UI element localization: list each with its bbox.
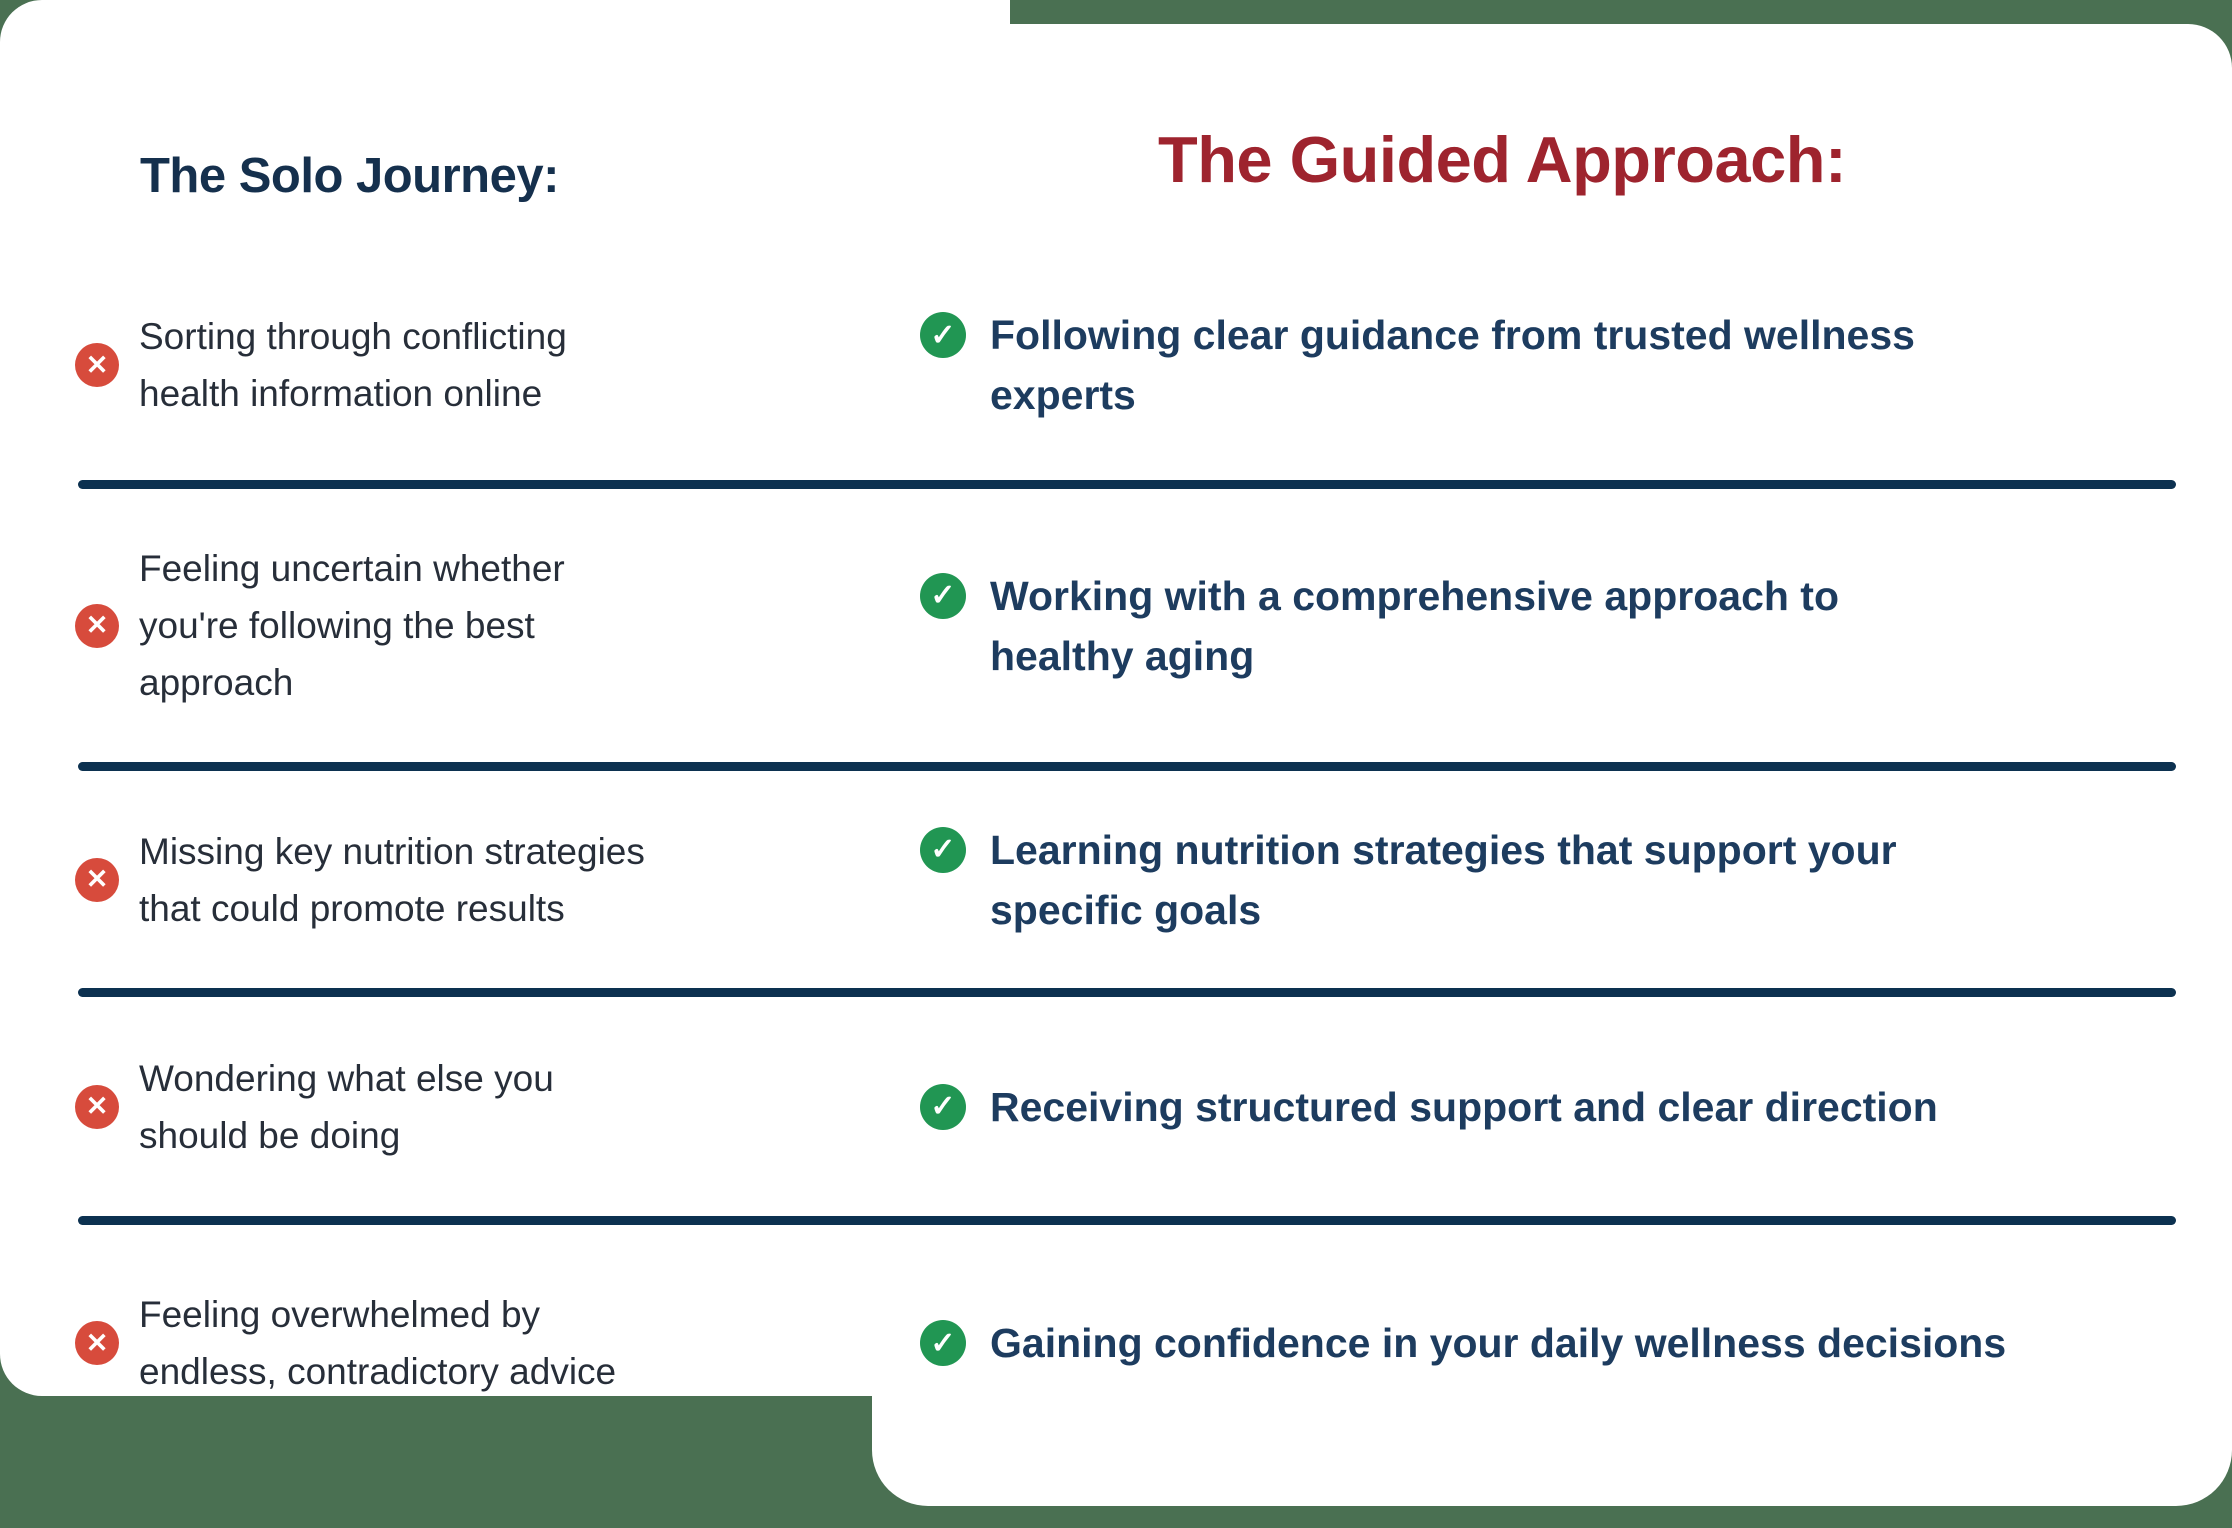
guided-item-4: ✓ Receiving structured support and clear…: [920, 997, 2182, 1216]
guided-item-5: ✓ Gaining confidence in your daily welln…: [920, 1225, 2182, 1461]
comparison-row: ✕ Missing key nutrition strategies that …: [0, 771, 2232, 988]
row-divider: [78, 988, 2176, 997]
solo-item-text: Feeling uncertain whether you're followi…: [139, 548, 565, 703]
solo-item-5: ✕ Feeling overwhelmed by endless, contra…: [75, 1225, 775, 1461]
solo-item-3: ✕ Missing key nutrition strategies that …: [75, 771, 775, 988]
comparison-row: ✕ Feeling overwhelmed by endless, contra…: [0, 1225, 2232, 1461]
guided-item-text: Gaining confidence in your daily wellnes…: [990, 1320, 2007, 1366]
guided-item-text: Learning nutrition strategies that suppo…: [990, 826, 1897, 933]
row-divider: [78, 480, 2176, 489]
guided-item-2: ✓ Working with a comprehensive approach …: [920, 489, 2182, 762]
x-circle-icon: ✕: [75, 343, 119, 387]
x-circle-icon: ✕: [75, 603, 119, 648]
guided-item-1: ✓ Following clear guidance from trusted …: [920, 250, 2182, 480]
guided-approach-heading: The Guided Approach:: [1158, 123, 1847, 196]
guided-item-3: ✓ Learning nutrition strategies that sup…: [920, 771, 2182, 988]
row-divider: [78, 762, 2176, 771]
solo-item-text: Wondering what else you should be doing: [139, 1057, 554, 1156]
guided-item-text: Working with a comprehensive approach to…: [990, 572, 1840, 679]
row-divider: [78, 1216, 2176, 1225]
comparison-row: ✕ Feeling uncertain whether you're follo…: [0, 489, 2232, 762]
comparison-row: ✕ Wondering what else you should be doin…: [0, 997, 2232, 1216]
comparison-row: ✕ Sorting through conflicting health inf…: [0, 250, 2232, 480]
solo-journey-heading: The Solo Journey:: [140, 149, 559, 203]
x-circle-icon: ✕: [75, 1084, 119, 1129]
solo-item-4: ✕ Wondering what else you should be doin…: [75, 997, 775, 1216]
check-circle-icon: ✓: [920, 1320, 966, 1366]
solo-item-text: Feeling overwhelmed by endless, contradi…: [139, 1294, 617, 1392]
guided-item-text: Receiving structured support and clear d…: [990, 1083, 1938, 1130]
check-circle-icon: ✓: [920, 572, 966, 619]
solo-item-2: ✕ Feeling uncertain whether you're follo…: [75, 489, 775, 762]
solo-journey-card: [0, 0, 1010, 1396]
x-circle-icon: ✕: [75, 1321, 119, 1365]
guided-item-text: Following clear guidance from trusted we…: [990, 312, 1915, 418]
solo-item-text: Missing key nutrition strategies that co…: [139, 830, 645, 929]
x-circle-icon: ✕: [75, 857, 119, 902]
check-circle-icon: ✓: [920, 312, 966, 358]
check-circle-icon: ✓: [920, 826, 966, 873]
check-circle-icon: ✓: [920, 1083, 966, 1130]
solo-item-text: Sorting through conflicting health infor…: [139, 316, 567, 414]
solo-item-1: ✕ Sorting through conflicting health inf…: [75, 250, 775, 480]
